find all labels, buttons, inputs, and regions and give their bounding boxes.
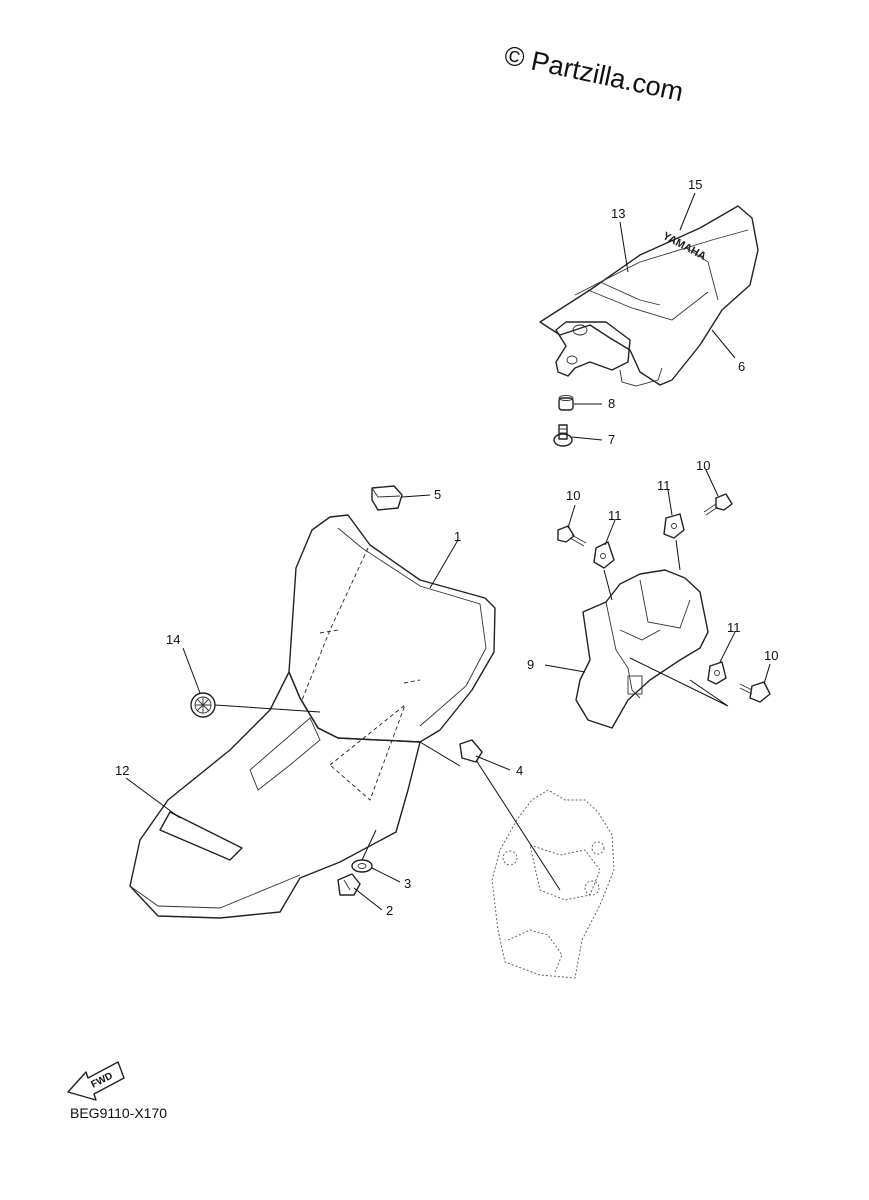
clip-nut-c-icon[interactable] [707, 661, 727, 685]
bolt-icon[interactable] [553, 424, 573, 447]
fwd-arrow-icon: FWD [67, 1061, 125, 1101]
bolt-c-icon[interactable] [739, 681, 771, 703]
callout-10-a: 10 [566, 488, 580, 503]
callout-12: 12 [115, 763, 129, 778]
callout-5: 5 [434, 487, 441, 502]
frame-reference [491, 789, 615, 979]
callout-9: 9 [527, 657, 534, 672]
bolt-b-icon[interactable] [703, 493, 733, 516]
washer-icon[interactable] [351, 859, 373, 873]
callout-8: 8 [608, 396, 615, 411]
callout-15: 15 [688, 177, 702, 192]
emblem-icon[interactable] [190, 692, 216, 718]
callout-4: 4 [516, 763, 523, 778]
flange-bolt-icon[interactable] [337, 873, 361, 896]
callout-11-a: 11 [608, 508, 622, 523]
callout-11-b: 11 [657, 478, 671, 493]
callouts: 15 13 6 8 7 5 1 14 12 4 3 2 9 10 10 10 1… [115, 177, 778, 918]
callout-13: 13 [611, 206, 625, 221]
clip-nut-a-icon[interactable] [593, 541, 615, 569]
callout-6: 6 [738, 359, 745, 374]
callout-14: 14 [166, 632, 180, 647]
rear-seat-cowl[interactable] [539, 205, 759, 387]
damper-icon[interactable] [371, 485, 403, 511]
leader-lines [125, 192, 771, 911]
bolt-a-icon[interactable] [557, 525, 587, 547]
callout-2: 2 [386, 903, 393, 918]
callout-7: 7 [608, 432, 615, 447]
diagram-code: BEG9110-X170 [70, 1105, 168, 1121]
callout-11-c: 11 [727, 620, 741, 635]
nut-clip-icon[interactable] [459, 739, 483, 763]
callout-1: 1 [454, 529, 461, 544]
callout-10-b: 10 [696, 458, 710, 473]
fwd-label: FWD [89, 1071, 114, 1091]
front-fender-panel[interactable] [288, 514, 496, 743]
collar-icon[interactable] [558, 395, 574, 411]
seat-bracket[interactable] [575, 569, 729, 729]
front-fender-cowl[interactable] [129, 671, 421, 919]
clip-nut-b-icon[interactable] [663, 513, 685, 539]
callout-3: 3 [404, 876, 411, 891]
callout-10-c: 10 [764, 648, 778, 663]
